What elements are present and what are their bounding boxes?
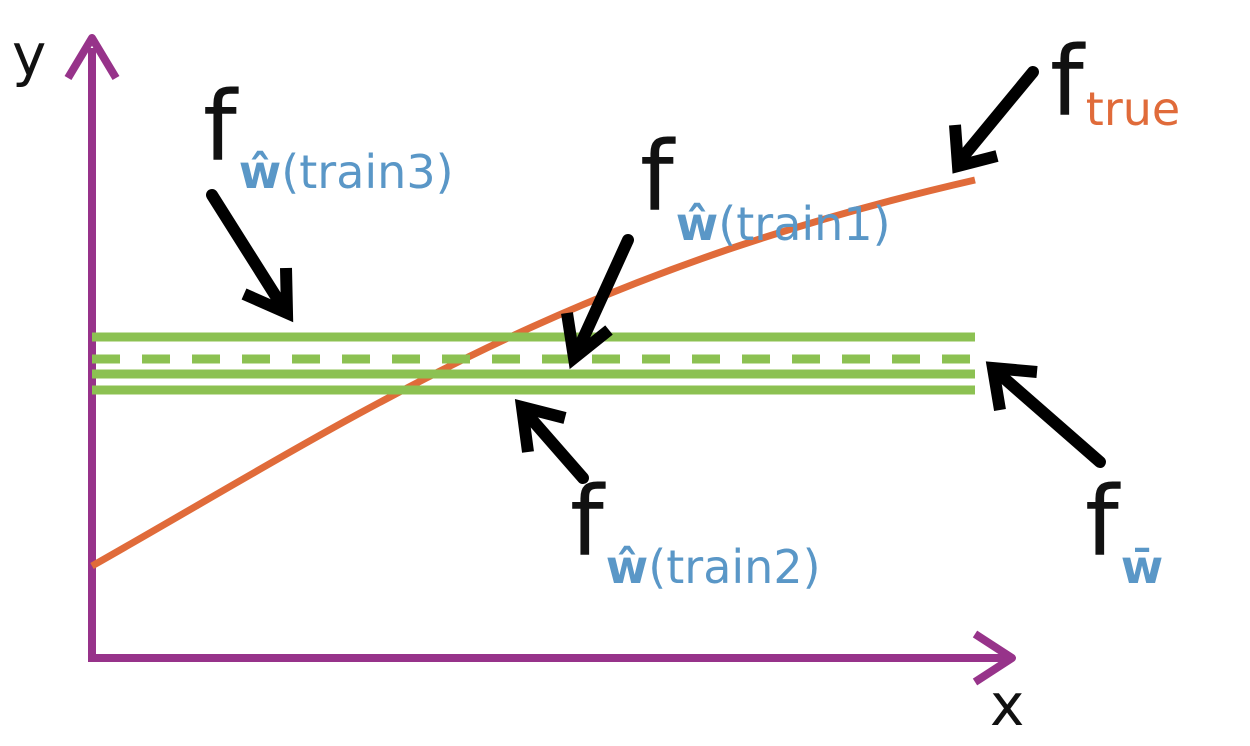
label-f-train3: fŵ(train3) bbox=[203, 71, 454, 199]
arrow-to-true bbox=[949, 66, 1039, 174]
label-f-train1: fŵ(train1) bbox=[640, 121, 891, 251]
true-function-curve bbox=[90, 176, 976, 570]
x-axis-label: x bbox=[990, 671, 1024, 739]
fitted-lines bbox=[92, 332, 975, 395]
arrow-to-train1 bbox=[561, 234, 634, 370]
y-axis-arrowhead bbox=[64, 34, 120, 81]
label-f-train2: fŵ(train2) bbox=[570, 466, 821, 594]
arrow-to-train3 bbox=[206, 189, 294, 323]
pointer-arrows bbox=[206, 66, 1106, 484]
y-axis-label: y bbox=[12, 21, 46, 89]
arrow-to-train2 bbox=[514, 398, 589, 484]
arrow-to-average bbox=[985, 361, 1106, 468]
label-f-true: ftrue bbox=[1050, 26, 1180, 138]
label-f-wbar: fw̄ bbox=[1085, 466, 1163, 594]
x-axis-arrowhead bbox=[972, 630, 1016, 686]
